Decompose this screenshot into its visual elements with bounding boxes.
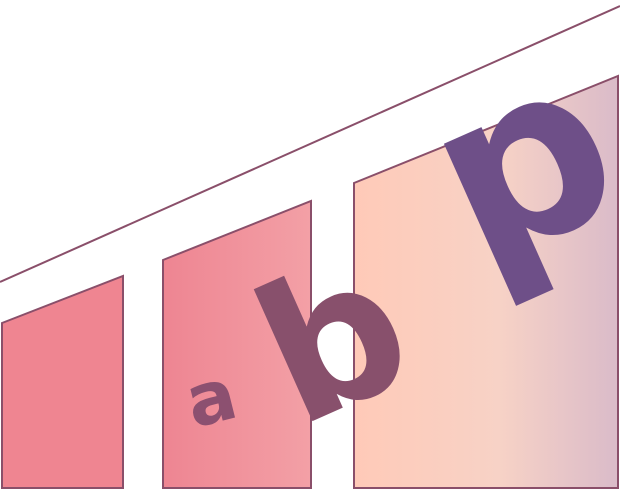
panel-middle [162, 199, 312, 489]
diagonal-line [0, 5, 620, 283]
panel-left [1, 274, 124, 489]
panel-right [353, 74, 619, 489]
